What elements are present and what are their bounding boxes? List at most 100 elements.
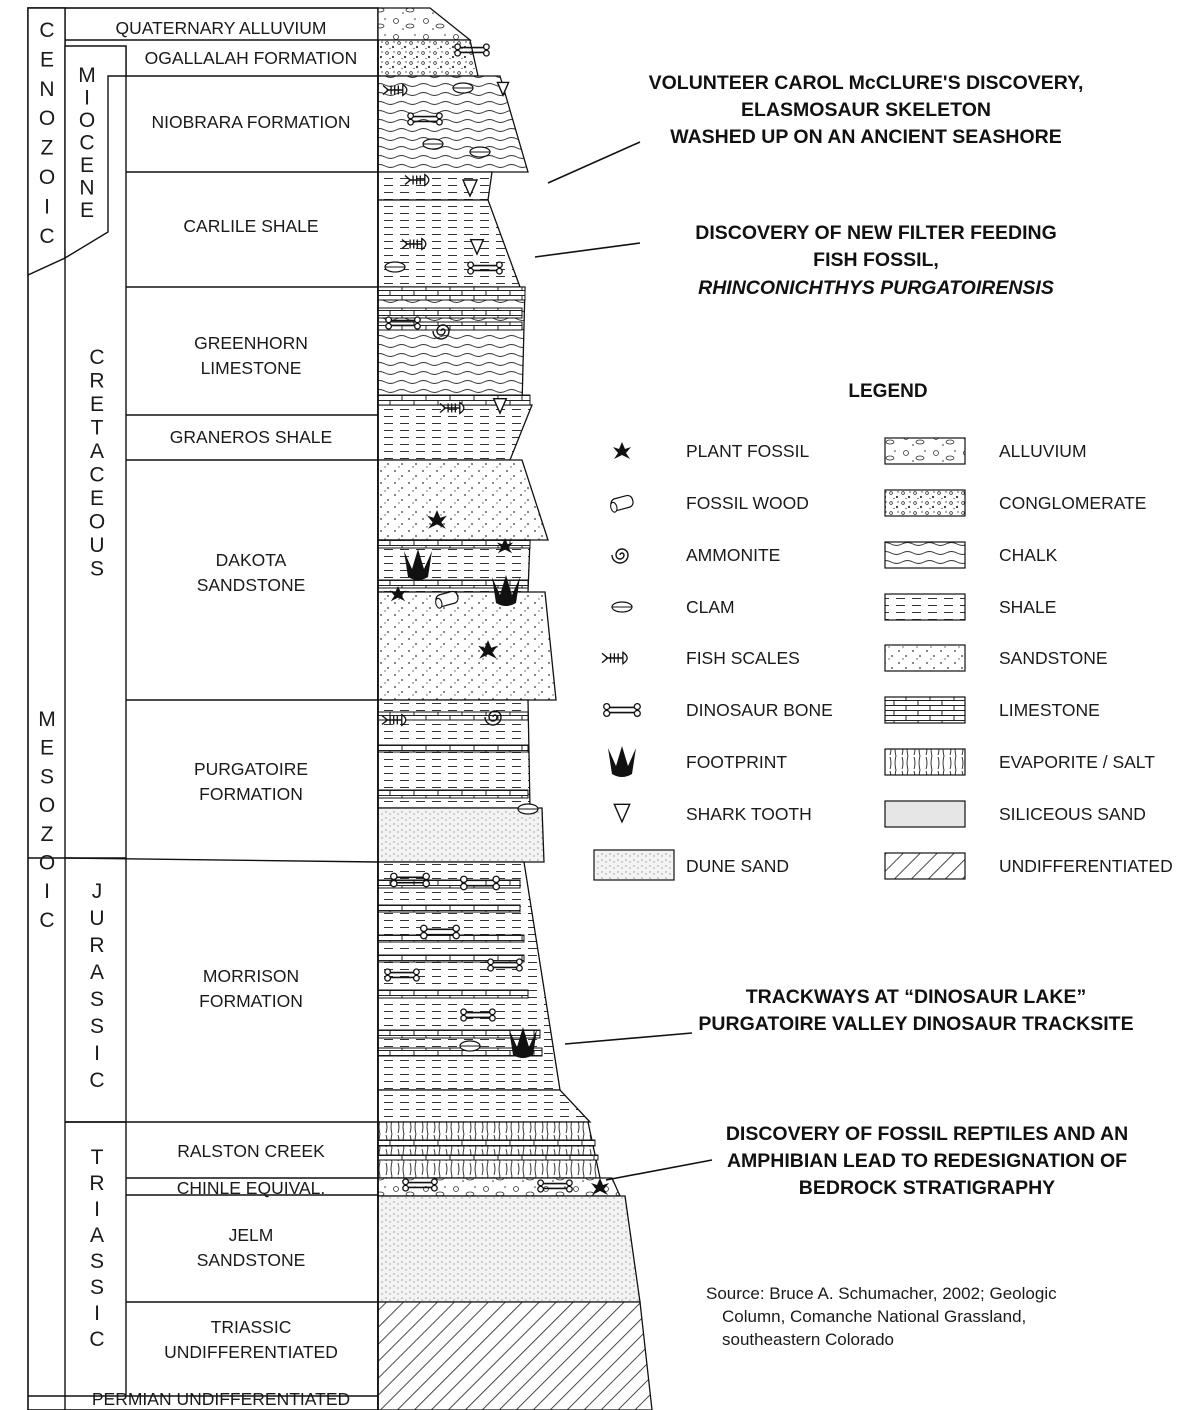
era-letter: C — [39, 909, 54, 932]
legend-fossil-label: AMMONITE — [686, 545, 780, 565]
period-letter: A — [90, 440, 104, 463]
limestone-bed — [377, 711, 529, 721]
era-letter: Z — [41, 823, 54, 846]
plant-fossil-icon — [613, 442, 631, 459]
period-letter: S — [90, 1015, 104, 1038]
formation-label: JELM — [229, 1225, 274, 1245]
era-letter: N — [39, 78, 54, 101]
era-letter: S — [40, 765, 54, 788]
rock-bed — [377, 1195, 641, 1303]
legend-lithology-label: SANDSTONE — [999, 648, 1108, 668]
period-letter: U — [89, 907, 104, 930]
period-letter: E — [90, 393, 104, 416]
formation-label: SANDSTONE — [197, 1250, 306, 1270]
period-letter: R — [89, 934, 104, 957]
callout-leader-line — [564, 1032, 693, 1045]
limestone-bed — [377, 1139, 596, 1147]
limestone-bed — [377, 789, 529, 799]
legend-lithology-label: UNDIFFERENTIATED — [999, 856, 1173, 876]
period-letter: T — [91, 417, 104, 440]
callout-leader-line — [547, 141, 641, 184]
callout-text: ELASMOSAUR SKELETON — [741, 99, 991, 121]
lithology-swatch-siliceous — [884, 800, 966, 828]
legend-lithology-label: SILICEOUS SAND — [999, 804, 1146, 824]
callout-text: FISH FOSSIL, — [813, 249, 939, 271]
formation-label: LIMESTONE — [201, 358, 302, 378]
era-letter: O — [39, 107, 55, 130]
fish-scales-icon — [601, 651, 628, 665]
legend-fossil-label: DUNE SAND — [686, 856, 789, 876]
rock-bed — [377, 1301, 653, 1410]
rock-column — [377, 7, 653, 1410]
footprint-icon — [608, 746, 636, 777]
period-letter: N — [79, 177, 94, 200]
formation-label: NIOBRARA FORMATION — [152, 112, 351, 132]
formation-divider — [64, 857, 379, 863]
period-letter: A — [90, 1224, 104, 1247]
period-letter: E — [80, 199, 94, 222]
period-letter: J — [92, 880, 103, 903]
legend-fossil-label: FOOTPRINT — [686, 752, 787, 772]
period-letter: O — [79, 109, 95, 132]
callout-leader-line — [605, 1159, 713, 1181]
limestone-bed — [377, 934, 525, 943]
callout-text: PURGATOIRE VALLEY DINOSAUR TRACKSITE — [698, 1013, 1133, 1035]
period-letter: O — [89, 511, 105, 534]
formation-label: RALSTON CREEK — [177, 1141, 325, 1161]
limestone-bed — [377, 904, 521, 913]
period-letter: C — [79, 132, 94, 155]
rock-bed — [377, 591, 557, 701]
dinosaur-bone-icon — [603, 702, 641, 718]
callout-text: BEDROCK STRATIGRAPHY — [799, 1177, 1055, 1199]
lithology-swatch-limestone — [884, 696, 966, 724]
callout-text: RHINCONICHTHYS PURGATOIRENSIS — [698, 277, 1054, 299]
period-letter: R — [89, 370, 104, 393]
period-letter: I — [94, 1198, 100, 1221]
formation-label: GREENHORN — [194, 333, 308, 353]
callout-text: WASHED UP ON AN ANCIENT SEASHORE — [670, 126, 1062, 148]
legend-lithology-label: LIMESTONE — [999, 700, 1100, 720]
rock-bed — [377, 1121, 601, 1179]
period-letter: E — [80, 154, 94, 177]
lithology-swatch-sandstone — [884, 644, 966, 672]
limestone-bed — [377, 1154, 599, 1161]
rock-bed — [377, 286, 526, 406]
period-letter: I — [94, 1302, 100, 1325]
legend-fossil-label: FOSSIL WOOD — [686, 493, 809, 513]
callout-annotations: VOLUNTEER CAROL McCLURE'S DISCOVERY, ELAS… — [649, 72, 1134, 1199]
lithology-swatch-conglomerate — [884, 489, 966, 517]
callout-text: DISCOVERY OF FOSSIL REPTILES AND AN — [726, 1123, 1128, 1145]
lithology-swatch-alluvium — [884, 437, 966, 465]
legend-lithology-label: CHALK — [999, 545, 1058, 565]
period-letter: S — [90, 1276, 104, 1299]
era-letter: C — [39, 225, 54, 248]
legend-lithology-label: CONGLOMERATE — [999, 493, 1146, 513]
legend-fossil-symbols — [593, 442, 675, 881]
formation-label: TRIASSIC — [211, 1317, 292, 1337]
limestone-bed — [377, 954, 525, 963]
rock-bed — [377, 459, 549, 541]
era-letter: I — [44, 195, 50, 218]
period-letter: C — [89, 346, 104, 369]
legend-lithology-label: EVAPORITE / SALT — [999, 752, 1155, 772]
period-letter: I — [84, 87, 90, 110]
shark-tooth-icon — [613, 803, 631, 824]
formation-label: SANDSTONE — [197, 575, 306, 595]
callout-text: TRACKWAYS AT “DINOSAUR LAKE” — [746, 986, 1087, 1008]
era-letter: M — [38, 708, 56, 731]
era-letter: O — [39, 852, 55, 875]
callout-text: AMPHIBIAN LEAD TO REDESIGNATION OF — [727, 1150, 1127, 1172]
period-letter: T — [91, 1146, 104, 1169]
ammonite-icon — [611, 548, 629, 564]
period-letter: C — [89, 1069, 104, 1092]
legend-fossil-label: CLAM — [686, 597, 735, 617]
callout-text: VOLUNTEER CAROL McCLURE'S DISCOVERY, — [649, 72, 1084, 94]
legend-lithology-label: SHALE — [999, 597, 1056, 617]
legend-fossil-label: SHARK TOOTH — [686, 804, 812, 824]
dune-sand-swatch — [593, 849, 675, 881]
period-letter: C — [89, 1328, 104, 1351]
period-letter: S — [90, 1250, 104, 1273]
